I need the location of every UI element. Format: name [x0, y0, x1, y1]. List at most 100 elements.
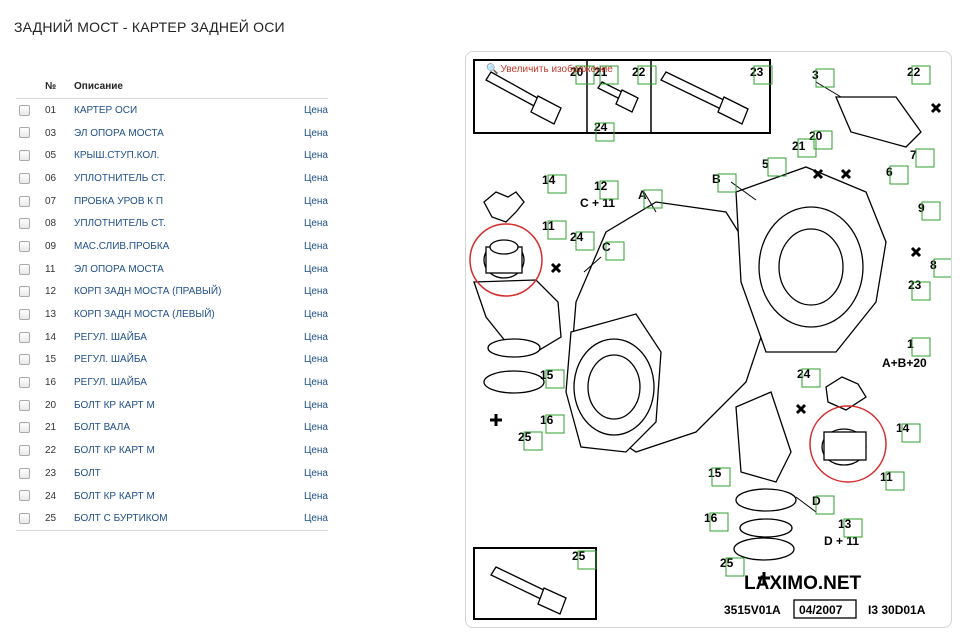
row-checkbox[interactable] — [19, 263, 30, 275]
row-checkbox[interactable] — [19, 445, 30, 457]
row-checkbox-cell — [16, 371, 45, 394]
row-checkbox[interactable] — [19, 150, 30, 162]
zoom-image-link[interactable]: 🔍Увеличить изображение — [486, 64, 613, 75]
mount-right — [733, 376, 867, 561]
row-checkbox[interactable] — [19, 218, 30, 230]
row-price-link[interactable]: Цена — [303, 218, 328, 230]
row-description-link[interactable]: БОЛТ КР КАРТ М — [74, 399, 155, 411]
row-number: 20 — [45, 399, 57, 411]
magnifier-icon: 🔍 — [486, 64, 499, 75]
label-23: 23 — [750, 65, 764, 79]
row-price-link[interactable]: Цена — [303, 445, 328, 457]
row-price-link[interactable]: Цена — [303, 331, 328, 343]
row-description-link[interactable]: УПЛОТНИТЕЛЬ СТ. — [74, 218, 166, 230]
page-title: ЗАДНИЙ МОСТ - КАРТЕР ЗАДНЕЙ ОСИ — [14, 19, 285, 35]
row-description-link[interactable]: ПРОБКА УРОВ К П — [74, 195, 164, 207]
label-24-left: 24 — [570, 230, 584, 244]
row-description-link[interactable]: БОЛТ С БУРТИКОМ — [74, 507, 300, 532]
row-checkbox[interactable] — [19, 467, 30, 479]
label-21: 21 — [594, 65, 608, 79]
footer-date: 04/2007 — [799, 603, 843, 617]
row-description-link[interactable]: РЕГУЛ. ШАЙБА — [74, 331, 147, 343]
label-25-left: 25 — [518, 430, 532, 444]
row-checkbox[interactable] — [19, 240, 30, 252]
row-price-link[interactable]: Цена — [303, 490, 328, 502]
row-checkbox[interactable] — [19, 354, 30, 366]
row-price-link[interactable]: Цена — [303, 104, 328, 116]
row-price-link[interactable]: Цена — [303, 263, 328, 275]
label-A: A — [638, 188, 647, 202]
header-price-col — [300, 74, 328, 99]
row-price-link[interactable]: Цена — [303, 309, 328, 321]
row-price-link[interactable]: Цена — [303, 377, 328, 389]
row-number: 21 — [45, 422, 57, 434]
row-checkbox[interactable] — [19, 104, 30, 116]
header-description: Описание — [74, 74, 300, 99]
row-description-link[interactable]: КРЫШ.СТУП.КОЛ. — [74, 150, 160, 162]
row-number: 23 — [45, 467, 57, 479]
row-checkbox-cell — [16, 281, 45, 304]
row-description-link[interactable]: БОЛТ ВАЛА — [74, 422, 131, 434]
table-row: 11 ЭЛ ОПОРА МОСТА Цена — [16, 258, 328, 281]
row-description-link[interactable]: БОЛТ КР КАРТ М — [74, 490, 155, 502]
row-number: 11 — [45, 263, 56, 275]
bolt-panel-bottom — [473, 547, 597, 620]
row-checkbox-cell — [16, 439, 45, 462]
row-description-link[interactable]: БОЛТ КР КАРТ М — [74, 445, 155, 457]
row-price-link[interactable]: Цена — [303, 422, 328, 434]
row-price-link[interactable]: Цена — [303, 127, 328, 139]
row-checkbox[interactable] — [19, 513, 30, 525]
row-checkbox[interactable] — [19, 377, 30, 389]
axle-housing — [565, 96, 922, 453]
row-number: 13 — [45, 309, 57, 321]
row-checkbox[interactable] — [19, 490, 30, 502]
row-checkbox[interactable] — [19, 399, 30, 411]
row-description-link[interactable]: КОРП ЗАДН МОСТА (ПРАВЫЙ) — [74, 286, 222, 298]
table-header-row: № Описание — [16, 74, 328, 99]
row-description-link[interactable]: РЕГУЛ. ШАЙБА — [74, 354, 147, 366]
row-description-link[interactable]: МАС.СЛИВ.ПРОБКА — [74, 240, 170, 252]
row-price-link[interactable]: Цена — [300, 507, 328, 532]
row-price-link[interactable]: Цена — [303, 467, 328, 479]
row-price-link[interactable]: Цена — [303, 172, 328, 184]
row-checkbox-cell — [16, 417, 45, 440]
table-row: 13 КОРП ЗАДН МОСТА (ЛЕВЫЙ) Цена — [16, 303, 328, 326]
brand-text: LAXIMO.NET — [744, 573, 862, 594]
row-checkbox[interactable] — [19, 195, 30, 207]
label-5: 5 — [762, 157, 769, 171]
row-description-link[interactable]: РЕГУЛ. ШАЙБА — [74, 377, 147, 389]
row-description-link[interactable]: ЭЛ ОПОРА МОСТА — [74, 127, 164, 139]
row-checkbox[interactable] — [19, 286, 30, 298]
row-checkbox-cell — [16, 144, 45, 167]
row-price-link[interactable]: Цена — [303, 150, 328, 162]
mount-left — [473, 191, 562, 394]
label-22: 22 — [632, 65, 646, 79]
row-price-link[interactable]: Цена — [303, 354, 328, 366]
row-checkbox[interactable] — [19, 308, 30, 320]
row-price-link[interactable]: Цена — [303, 399, 328, 411]
row-description-link[interactable]: ЭЛ ОПОРА МОСТА — [74, 263, 164, 275]
row-number: 15 — [45, 354, 57, 366]
row-description-link[interactable]: КОРП ЗАДН МОСТА (ЛЕВЫЙ) — [74, 309, 215, 321]
row-description-link[interactable]: КАРТЕР ОСИ — [74, 104, 138, 116]
row-checkbox[interactable] — [19, 422, 30, 434]
row-checkbox[interactable] — [19, 127, 30, 139]
row-price-link[interactable]: Цена — [303, 195, 328, 207]
row-checkbox-cell — [16, 235, 45, 258]
parts-diagram: 20 21 22 23 24 3 22 20 21 5 6 7 9 8 23 1… — [465, 51, 952, 628]
row-description-link[interactable]: УПЛОТНИТЕЛЬ СТ. — [74, 172, 166, 184]
highlight-circle-left — [469, 223, 543, 297]
row-price-link[interactable]: Цена — [303, 286, 328, 298]
row-checkbox[interactable] — [19, 172, 30, 184]
label-7: 7 — [910, 148, 917, 162]
row-description-link[interactable]: БОЛТ — [74, 467, 101, 479]
row-number: 06 — [45, 172, 57, 184]
row-checkbox[interactable] — [19, 331, 30, 343]
row-checkbox-cell — [16, 212, 45, 235]
label-13: 13 — [838, 517, 852, 531]
row-price-link[interactable]: Цена — [303, 240, 328, 252]
footer-date-box — [793, 599, 857, 619]
label-11-right: 11 — [880, 470, 893, 484]
